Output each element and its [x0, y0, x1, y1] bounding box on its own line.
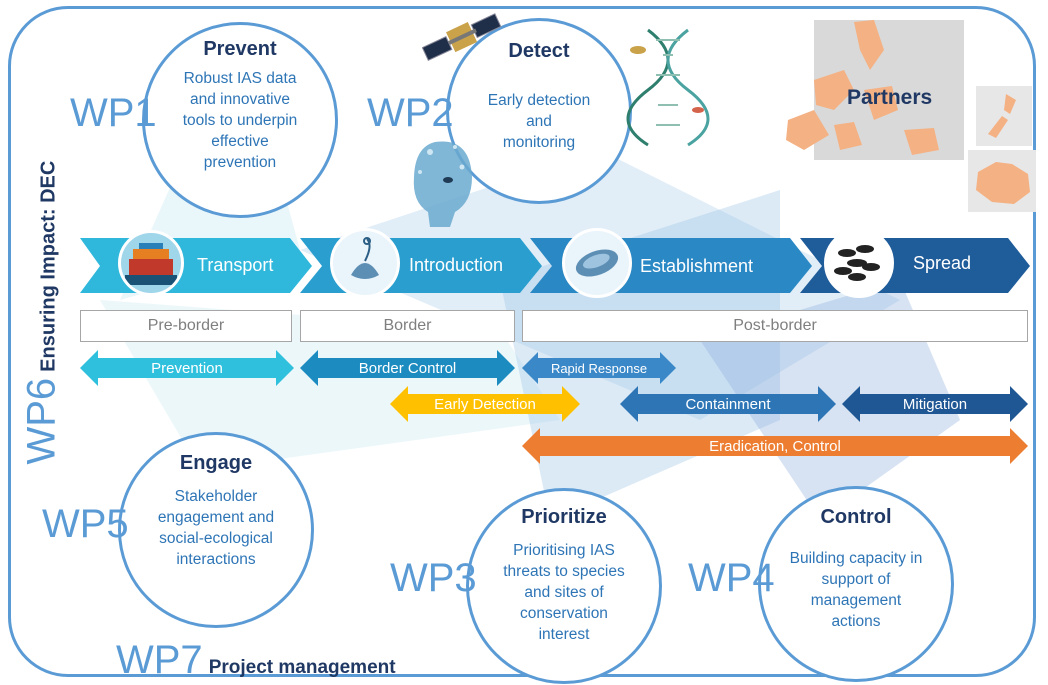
wp1-circle — [142, 22, 338, 218]
arrow-label-prevention: Prevention — [151, 360, 223, 377]
eradication-control-arrow — [522, 428, 1028, 464]
wp1-title: Prevent — [203, 38, 277, 60]
hydroid-icon — [330, 228, 400, 298]
arrow-label-mitigation: Mitigation — [902, 396, 968, 413]
wp3-title: Prioritize — [521, 506, 607, 528]
mitigation-arrow — [842, 386, 1028, 422]
wp4-circle — [758, 486, 954, 682]
project-frame — [8, 6, 1036, 677]
phase-border: Border — [300, 310, 515, 342]
wp6-label: WP6 — [19, 377, 64, 465]
stage-label-establishment: Establishment — [640, 256, 754, 276]
early-detection-arrow — [390, 386, 580, 422]
australia-map-icon — [968, 150, 1036, 212]
dna-icon — [626, 28, 710, 147]
phase-post-border: Post-border — [522, 310, 1028, 342]
mussel-icon — [562, 228, 632, 298]
stage-label-transport: Transport — [197, 255, 274, 275]
wp6-side-label: WP6 Ensuring Impact: DEC — [20, 105, 65, 465]
wp2-title: Detect — [508, 40, 570, 62]
wp3-label: WP3 — [390, 556, 477, 600]
stage-label-spread: Spread — [913, 253, 972, 273]
wp2-label: WP2 — [367, 91, 454, 135]
arrow-label-containment: Containment — [685, 396, 771, 413]
wp3-circle — [466, 488, 662, 684]
arrow-label-eradication-control: Eradication, Control — [709, 438, 841, 455]
wp7-label: WP7 — [116, 638, 203, 682]
stage-label-introduction: Introduction — [409, 255, 504, 275]
wp7-text: Project management — [208, 657, 396, 678]
arrow-label-early-detection: Early Detection — [434, 396, 536, 413]
phase-pre-border: Pre-border — [80, 310, 292, 342]
wp5-label: WP5 — [42, 502, 129, 546]
wp4-title: Control — [820, 506, 892, 528]
containment-arrow — [620, 386, 836, 422]
europe-map-icon — [786, 20, 964, 160]
mussel-cluster-icon — [824, 228, 894, 298]
partners-label: Partners — [847, 86, 933, 109]
wp6-text: Ensuring Impact: DEC — [37, 160, 60, 372]
stage-transport-chevron — [80, 238, 312, 293]
satellite-icon — [422, 13, 502, 62]
border-control-arrow — [300, 350, 515, 386]
arrow-label-border-control: Border Control — [358, 360, 457, 377]
wp5-zone — [100, 300, 560, 470]
arrow-label-rapid-response: Rapid Response — [550, 361, 648, 376]
rapid-response-arrow — [522, 352, 676, 384]
ai-face-icon — [413, 141, 472, 227]
wp5-title: Engage — [179, 452, 253, 474]
wp5-circle — [118, 432, 314, 628]
prevention-arrow — [80, 350, 294, 386]
wp1-label: WP1 — [70, 91, 157, 135]
ship-icon — [118, 230, 184, 296]
wp4-label: WP4 — [688, 556, 775, 600]
new-zealand-map-icon — [976, 86, 1032, 146]
